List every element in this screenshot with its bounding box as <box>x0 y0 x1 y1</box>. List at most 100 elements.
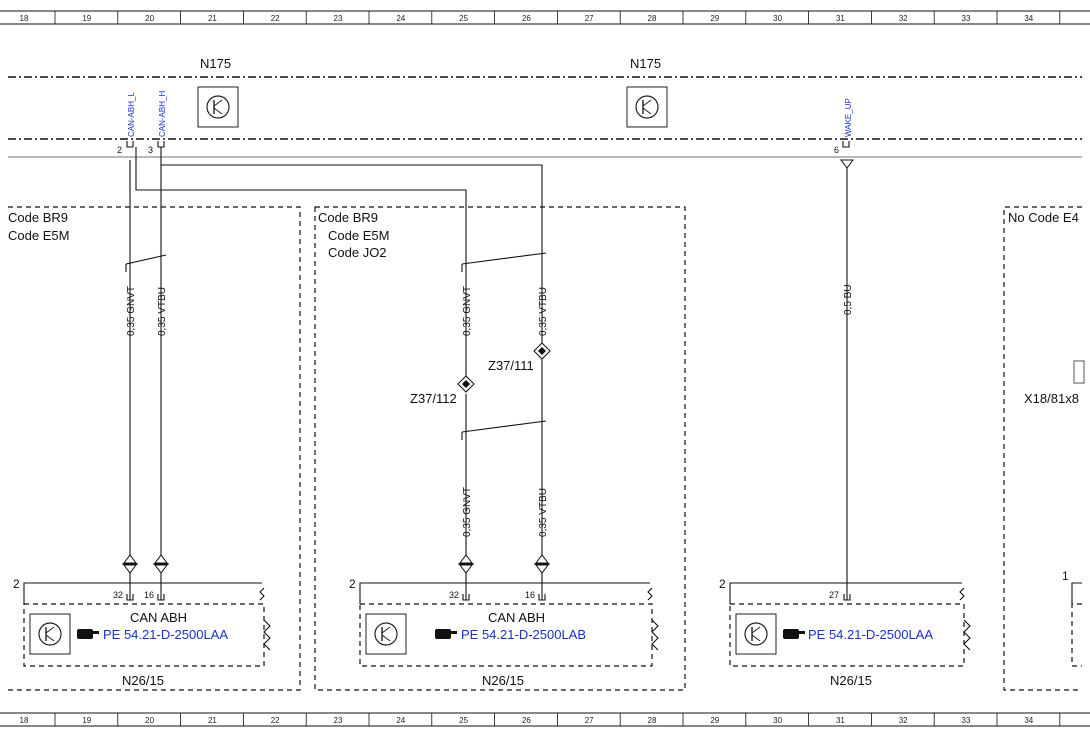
module-box <box>729 582 971 667</box>
bottom-ruler-column-number: 24 <box>396 716 405 725</box>
module-can-label: CAN ABH <box>130 610 187 625</box>
top-ruler-column-number: 29 <box>710 14 719 23</box>
control-unit-icon <box>29 613 71 655</box>
zone-left <box>8 206 301 691</box>
bottom-ruler: 18 19 20 21 22 23 24 25 26 27 28 29 30 31 32 33 34 <box>0 712 1090 727</box>
bottom-ruler-column-number: 19 <box>82 716 91 725</box>
pin-number: 32 <box>113 590 123 600</box>
zone-right <box>1003 206 1082 691</box>
top-ruler-column-number: 24 <box>396 14 405 23</box>
reference-link[interactable]: PE 54.21-D-2500LAB <box>461 627 586 642</box>
top-ruler-column-number: 30 <box>773 14 782 23</box>
zone-code: Code E5M <box>328 228 389 243</box>
top-ruler-column-number: 32 <box>899 14 908 23</box>
pin-number: 16 <box>525 590 535 600</box>
control-unit-icon <box>365 613 407 655</box>
top-ruler-column-number: 34 <box>1024 14 1033 23</box>
module-box <box>359 582 659 667</box>
pointing-hand-icon[interactable] <box>783 629 805 639</box>
wire-label: 0,35 VTBU <box>157 287 168 336</box>
bottom-ruler-column-number: 23 <box>334 716 343 725</box>
pin-number: 2 <box>117 145 122 155</box>
wire-label: 0,35 GNVT <box>126 286 137 336</box>
module-n26: N26/15 <box>830 673 872 688</box>
bottom-ruler-column-number: 22 <box>271 716 280 725</box>
bottom-ruler-column-number: 20 <box>145 716 154 725</box>
module-can-label: CAN ABH <box>488 610 545 625</box>
pin-number: 27 <box>829 590 839 600</box>
module-number: 2 <box>349 577 356 591</box>
splice-label: Z37/112 <box>410 391 457 406</box>
bottom-ruler-column-number: 21 <box>208 716 217 725</box>
pin-connector <box>126 594 851 601</box>
zone-code: Code JO2 <box>328 245 387 260</box>
pin-number: 6 <box>834 145 839 155</box>
bottom-ruler-column-number: 32 <box>899 716 908 725</box>
signal-wake-up: WAKE_UP <box>844 98 853 137</box>
signal-can-abh-h: CAN-ABH_H <box>158 91 167 137</box>
wire-stub <box>129 573 848 600</box>
bottom-ruler-column-number: 27 <box>585 716 594 725</box>
module-n26: N26/15 <box>482 673 524 688</box>
bottom-ruler-column-number: 25 <box>459 716 468 725</box>
top-ruler-column-number: 18 <box>20 14 29 23</box>
wire-label: 0,35 GNVT <box>462 487 473 537</box>
splice-icon <box>457 375 475 393</box>
module-box <box>1071 360 1085 667</box>
bottom-ruler-column-number: 28 <box>648 716 657 725</box>
zone-code: Code BR9 <box>318 210 378 225</box>
bottom-ruler-column-number: 26 <box>522 716 531 725</box>
top-ruler-column-number: 22 <box>271 14 280 23</box>
wire-label: 0,35 VTBU <box>538 488 549 537</box>
wire-label: 0,35 GNVT <box>462 286 473 336</box>
zone-code: Code BR9 <box>8 210 68 225</box>
module-number: 2 <box>13 577 20 591</box>
splice-icon <box>533 342 551 360</box>
wire-routing <box>125 147 848 593</box>
top-ruler-column-number: 21 <box>208 14 217 23</box>
top-ruler-column-number: 26 <box>522 14 531 23</box>
bottom-ruler-column-number: 34 <box>1024 716 1033 725</box>
module-n26: N26/15 <box>122 673 164 688</box>
splice-label: Z37/111 <box>488 358 534 373</box>
module-n175-left: N175 <box>200 56 231 71</box>
zone-code: No Code E4 <box>1008 210 1079 225</box>
zone-code: Code E5M <box>8 228 69 243</box>
pin-number: 32 <box>449 590 459 600</box>
wire-label: 0,5 BU <box>843 284 854 315</box>
module-box <box>23 582 271 667</box>
control-unit-icon <box>197 86 239 128</box>
pointing-hand-icon[interactable] <box>77 629 99 639</box>
bottom-ruler-column-number: 18 <box>20 716 29 725</box>
top-ruler-column-number: 31 <box>836 14 845 23</box>
connector-label: X18/81x8 <box>1024 391 1079 406</box>
pin-number: 16 <box>144 590 154 600</box>
top-ruler-column-number: 23 <box>334 14 343 23</box>
wire-label: 0,35 VTBU <box>538 287 549 336</box>
pointing-hand-icon[interactable] <box>435 629 457 639</box>
module-number: 2 <box>719 577 726 591</box>
signal-can-abh-l: CAN-ABH_L <box>127 92 136 137</box>
bottom-ruler-column-number: 29 <box>710 716 719 725</box>
top-ruler-column-number: 25 <box>459 14 468 23</box>
top-ruler-column-number: 19 <box>82 14 91 23</box>
zone-middle <box>314 206 686 691</box>
pin-connector <box>126 141 854 169</box>
bottom-ruler-column-number: 31 <box>836 716 845 725</box>
reference-link[interactable]: PE 54.21-D-2500LAA <box>103 627 228 642</box>
control-unit-icon <box>735 613 777 655</box>
top-ruler-column-number: 27 <box>585 14 594 23</box>
bottom-ruler-column-number: 33 <box>962 716 971 725</box>
pin-number: 3 <box>148 145 153 155</box>
top-ruler: 18 19 20 21 22 23 24 25 26 27 28 29 30 31 32 33 34 <box>0 10 1090 25</box>
bottom-ruler-column-number: 30 <box>773 716 782 725</box>
top-ruler-column-number: 33 <box>962 14 971 23</box>
top-ruler-column-number: 28 <box>648 14 657 23</box>
reference-link[interactable]: PE 54.21-D-2500LAA <box>808 627 933 642</box>
control-unit-icon <box>626 86 668 128</box>
connector-icon <box>122 554 550 574</box>
top-ruler-column-number: 20 <box>145 14 154 23</box>
module-number: 1 <box>1062 569 1069 583</box>
module-n175-right: N175 <box>630 56 661 71</box>
